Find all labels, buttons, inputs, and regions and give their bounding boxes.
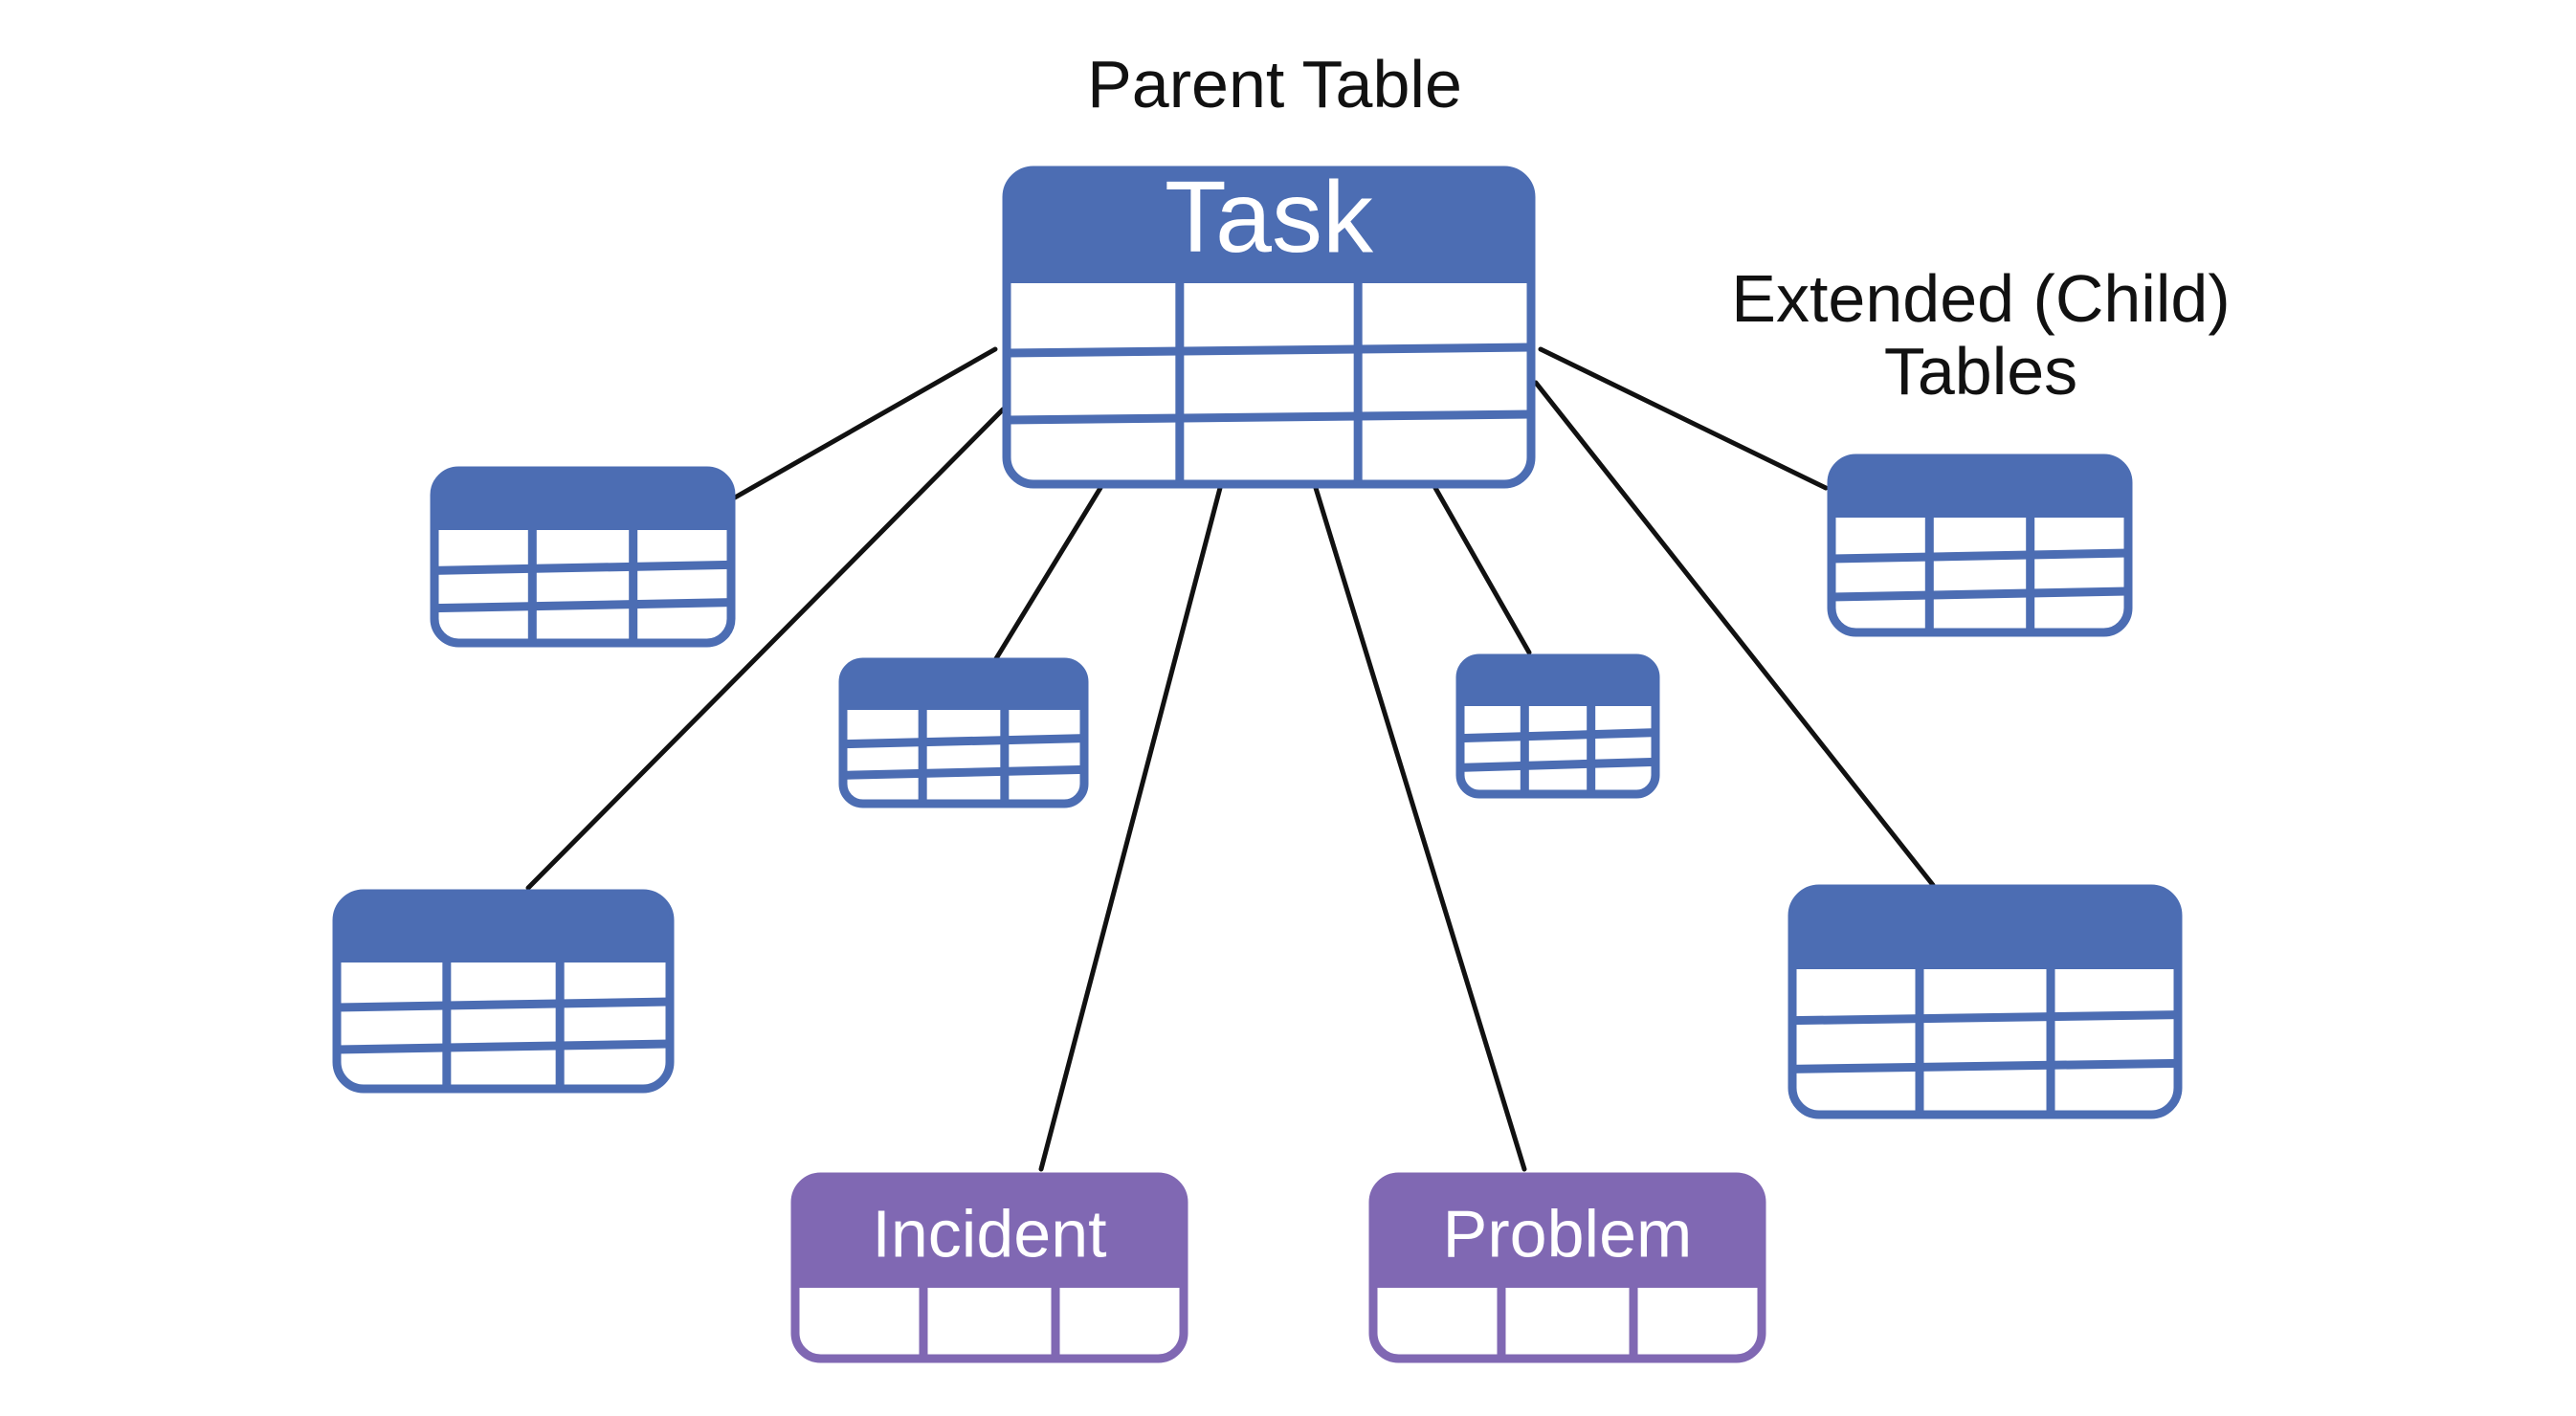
task-table-row-divider <box>1006 343 1532 358</box>
child-table-mid-left <box>332 889 675 1094</box>
child-table-top-right-row-divider <box>1831 548 2129 564</box>
connector-mid-right <box>1533 380 1936 888</box>
child-table-inner-left-row-divider <box>842 764 1085 780</box>
connector-top-right <box>1538 346 1829 491</box>
child-tables-label-line1: Extended (Child) <box>1731 261 2230 336</box>
connector-top-left <box>732 346 998 500</box>
child-table-inner-left-row-divider <box>842 734 1085 749</box>
connector-mid-left <box>525 407 1006 891</box>
task-table-row-divider <box>1006 409 1532 425</box>
child-table-inner-right <box>1455 653 1660 799</box>
connectors <box>525 346 1936 1172</box>
connector-inner-right <box>1432 485 1532 655</box>
child-table-inner-right-row-divider <box>1459 757 1656 772</box>
child-table-mid-right-row-divider <box>1791 1010 2179 1026</box>
child-table-top-right-row-divider <box>1831 586 2129 602</box>
task-table-header <box>1007 170 1531 283</box>
parent-table-label: Parent Table <box>1087 47 1462 122</box>
child-table-mid-right-header <box>1792 889 2178 969</box>
problem-table: Problem <box>1368 1172 1766 1363</box>
task-table: Task <box>1002 161 1536 489</box>
problem-table-header <box>1373 1177 1762 1288</box>
connector-inner-left <box>992 485 1103 663</box>
child-table-mid-left-row-divider <box>336 997 671 1012</box>
connector-incident <box>1038 485 1223 1172</box>
child-table-mid-right-row-divider <box>1791 1058 2179 1073</box>
child-table-top-right-header <box>1832 458 2128 518</box>
incident-table: Incident <box>790 1172 1188 1363</box>
child-table-mid-left-row-divider <box>336 1039 671 1054</box>
child-table-top-left <box>430 466 736 648</box>
child-table-inner-right-row-divider <box>1459 728 1656 743</box>
child-table-inner-right-header <box>1460 658 1655 706</box>
child-table-top-left-header <box>434 471 731 530</box>
child-table-top-left-row-divider <box>433 598 732 613</box>
child-table-top-left-row-divider <box>433 560 732 575</box>
child-table-inner-left <box>838 657 1089 808</box>
incident-table-header <box>795 1177 1184 1288</box>
child-table-mid-right <box>1788 884 2183 1119</box>
task-table-title: Task <box>1165 161 1374 274</box>
problem-table-title: Problem <box>1443 1197 1693 1272</box>
child-tables-label-line2: Tables <box>1884 334 2077 409</box>
incident-table-title: Incident <box>872 1197 1106 1272</box>
child-table-inner-left-header <box>843 662 1084 710</box>
child-table-top-right <box>1827 454 2133 637</box>
connector-problem <box>1313 485 1527 1172</box>
child-table-mid-left-header <box>337 894 670 962</box>
